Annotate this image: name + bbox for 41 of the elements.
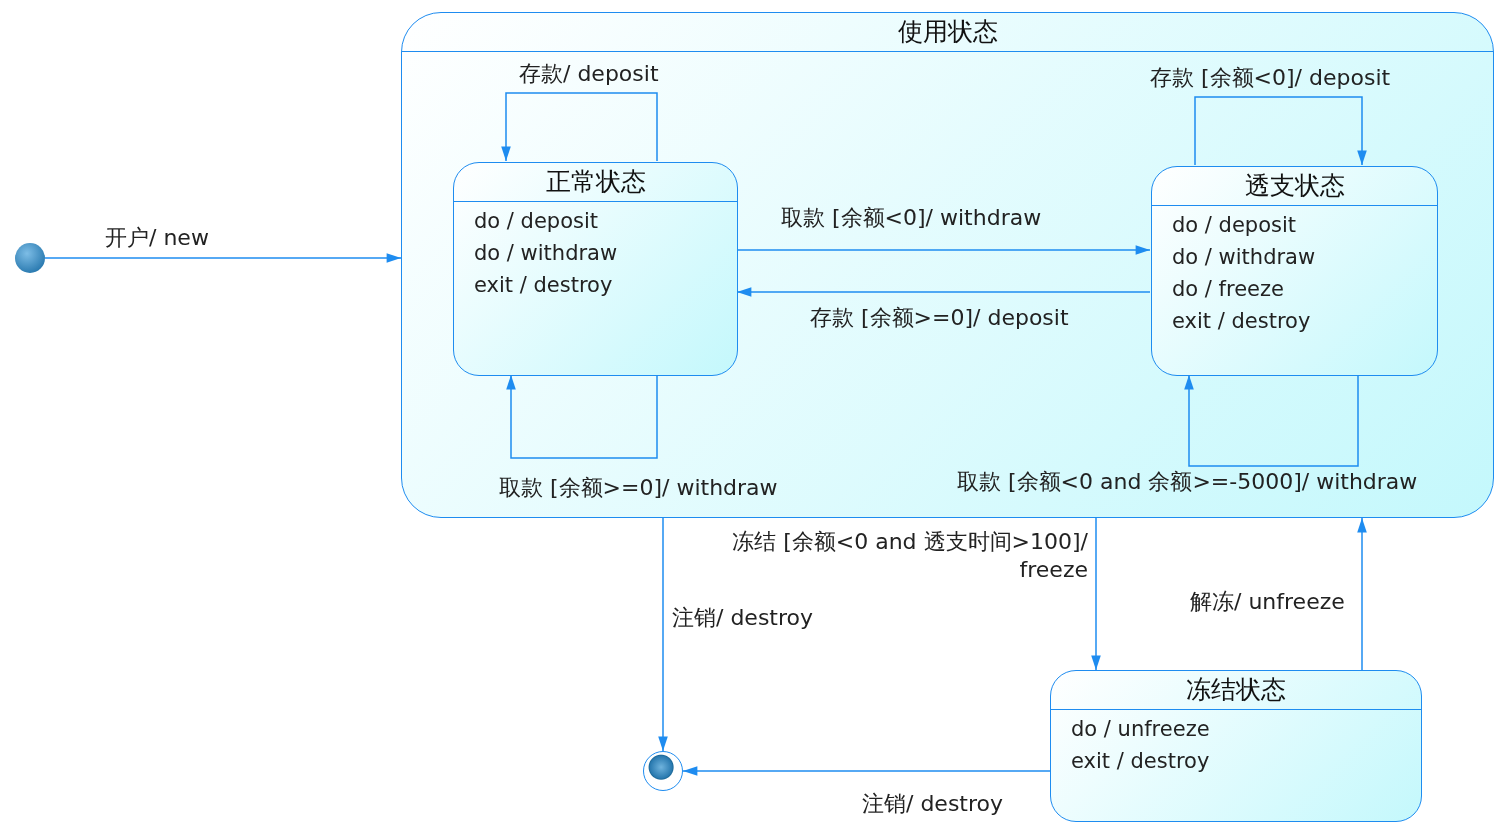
state-action: do / freeze <box>1171 276 1285 303</box>
transition-arrow <box>501 92 658 162</box>
state-name: 使用状态 <box>402 13 1493 52</box>
edge-label: 取款 [余额>=0]/ withdraw <box>499 474 778 502</box>
edge-label: 开户/ new <box>105 224 209 252</box>
transition-arrow <box>1184 374 1359 467</box>
edge-label: 注销/ destroy <box>862 790 1004 818</box>
transition-arrow <box>1357 517 1367 671</box>
initial-state <box>15 243 45 273</box>
transition-arrow <box>1091 517 1101 671</box>
edge-label: 存款/ deposit <box>519 60 659 88</box>
edge-label: 冻结 [余额<0 and 透支时间>100]/ freeze <box>731 528 1088 584</box>
state-action: do / deposit <box>1171 212 1298 239</box>
state-action: do / withdraw <box>473 240 619 267</box>
transition-arrow <box>1194 96 1367 166</box>
transition-arrow <box>506 374 658 459</box>
transition-arrow <box>44 253 402 263</box>
state-action: exit / destroy <box>1070 748 1211 775</box>
state-action: do / deposit <box>473 208 600 235</box>
state-name: 冻结状态 <box>1051 671 1421 710</box>
state-action: exit / destroy <box>473 272 614 299</box>
transition-arrow <box>658 517 668 752</box>
transition-arrow <box>736 287 1151 297</box>
state-box <box>1050 670 1422 822</box>
composite-state-box <box>401 12 1494 518</box>
state-name: 正常状态 <box>454 163 737 202</box>
state-action: exit / destroy <box>1171 308 1312 335</box>
final-state <box>643 751 683 791</box>
state-box <box>453 162 738 376</box>
edge-label: 取款 [余额<0 and 余额>=-5000]/ withdraw <box>957 468 1418 496</box>
transition-arrow <box>736 245 1151 255</box>
state-action: do / unfreeze <box>1070 716 1211 743</box>
edge-label: 存款 [余额<0]/ deposit <box>1150 64 1391 92</box>
state-name: 透支状态 <box>1152 167 1437 206</box>
transition-arrow <box>682 766 1051 776</box>
edge-label: 取款 [余额<0]/ withdraw <box>781 204 1042 232</box>
edge-label: 注销/ destroy <box>672 604 814 632</box>
edge-label: 解冻/ unfreeze <box>1190 588 1345 616</box>
state-box <box>1151 166 1438 376</box>
edge-label: 存款 [余额>=0]/ deposit <box>810 304 1069 332</box>
state-action: do / withdraw <box>1171 244 1317 271</box>
